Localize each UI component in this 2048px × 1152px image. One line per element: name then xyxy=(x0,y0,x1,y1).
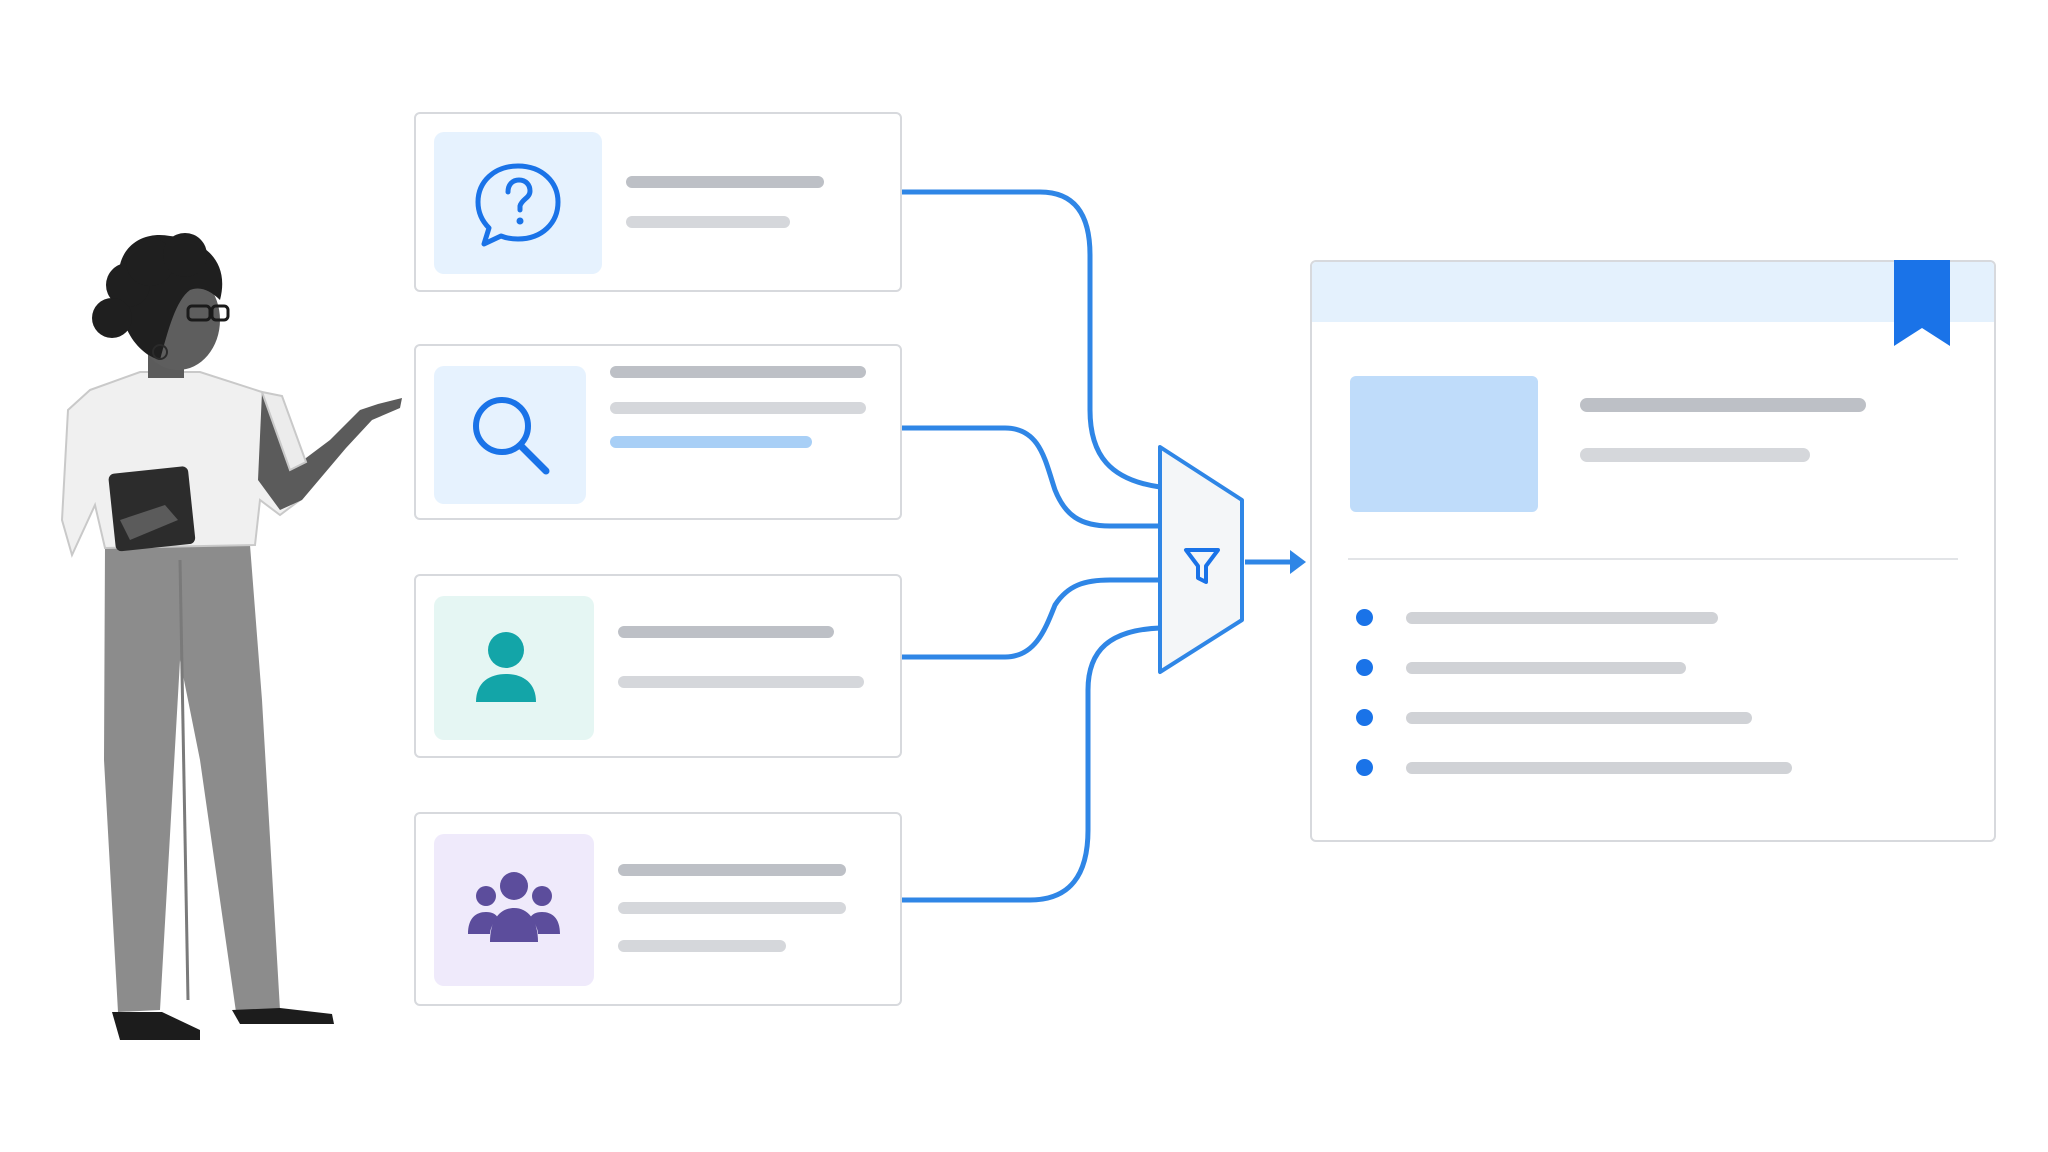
text-line-highlight xyxy=(610,436,812,448)
text-line xyxy=(618,676,864,688)
divider xyxy=(1348,558,1958,560)
source-card-profile[interactable] xyxy=(414,574,902,758)
text-line xyxy=(1580,398,1866,412)
list-item xyxy=(1356,708,1956,728)
list-item xyxy=(1356,608,1956,628)
bullet-dot xyxy=(1356,759,1373,776)
source-card-search[interactable] xyxy=(414,344,902,520)
result-card[interactable] xyxy=(1310,260,1996,842)
connector-questions xyxy=(902,189,1161,490)
text-line xyxy=(1406,762,1792,774)
connector-search xyxy=(902,425,1160,529)
connector-community xyxy=(902,625,1161,903)
text-line xyxy=(626,216,790,228)
source-card-community[interactable] xyxy=(414,812,902,1006)
text-line xyxy=(610,366,866,378)
text-line xyxy=(618,902,846,914)
funnel-icon xyxy=(1184,548,1220,584)
text-line xyxy=(618,864,846,876)
bullet-dot xyxy=(1356,709,1373,726)
text-line xyxy=(1406,662,1686,674)
bullet-dot xyxy=(1356,609,1373,626)
source-card-questions[interactable] xyxy=(414,112,902,292)
icon-tile xyxy=(434,596,594,740)
bullet-dot xyxy=(1356,659,1373,676)
connector-profile xyxy=(902,577,1160,660)
output-arrowhead xyxy=(1290,550,1306,574)
magnifier-icon xyxy=(473,397,550,475)
person-icon xyxy=(476,632,536,702)
question-bubble-icon xyxy=(475,163,561,247)
text-line xyxy=(610,402,866,414)
text-line xyxy=(1580,448,1810,462)
text-line xyxy=(618,626,834,638)
text-line xyxy=(618,940,786,952)
bookmark-icon xyxy=(1894,260,1950,346)
list-item xyxy=(1356,658,1956,678)
icon-tile xyxy=(434,366,586,504)
icon-tile xyxy=(434,834,594,986)
result-thumbnail xyxy=(1350,376,1538,512)
result-header xyxy=(1312,262,1994,322)
group-icon xyxy=(468,872,560,942)
list-item xyxy=(1356,758,1956,778)
text-line xyxy=(1406,712,1752,724)
icon-tile xyxy=(434,132,602,274)
text-line xyxy=(1406,612,1718,624)
text-line xyxy=(626,176,824,188)
